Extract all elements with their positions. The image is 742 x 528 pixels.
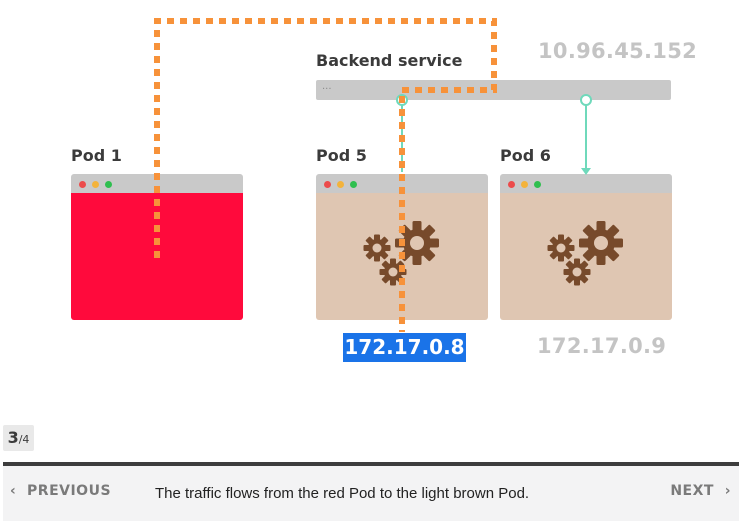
next-button[interactable]: NEXT ›	[670, 483, 731, 499]
service-links	[396, 94, 592, 175]
window-minimize-dot	[92, 181, 99, 188]
gears-icon	[547, 221, 623, 286]
window-close-dot	[324, 181, 331, 188]
step-current: 3	[7, 428, 19, 447]
service-bar-handle: ...	[322, 81, 332, 92]
pod-1-titlebar	[71, 174, 243, 193]
previous-label: PREVIOUS	[27, 483, 112, 499]
window-minimize-dot	[521, 181, 528, 188]
service-ip: 10.96.45.152	[538, 39, 698, 63]
chevron-right-icon: ›	[724, 483, 731, 499]
step-total: /4	[18, 433, 30, 446]
pod-5-titlebar	[316, 174, 488, 193]
window-maximize-dot	[350, 181, 357, 188]
pod-1-label: Pod 1	[71, 146, 122, 165]
pod-5-ip-highlight: 172.17.0.8	[343, 333, 466, 362]
step-indicator: 3/4	[3, 425, 34, 451]
pod-6-titlebar	[500, 174, 672, 193]
previous-button[interactable]: ‹ PREVIOUS	[10, 483, 111, 499]
window-close-dot	[79, 181, 86, 188]
window-maximize-dot	[105, 181, 112, 188]
window-close-dot	[508, 181, 515, 188]
chevron-left-icon: ‹	[10, 483, 17, 499]
step-caption: The traffic flows from the red Pod to th…	[155, 485, 530, 502]
window-maximize-dot	[534, 181, 541, 188]
pod-6-ip: 172.17.0.9	[537, 334, 667, 358]
footer-divider	[3, 462, 739, 466]
traffic-path	[154, 18, 497, 332]
next-label: NEXT	[670, 483, 714, 499]
pod-6-label: Pod 6	[500, 146, 551, 165]
window-minimize-dot	[337, 181, 344, 188]
pod-5-label: Pod 5	[316, 146, 367, 165]
footer-bar: ‹ PREVIOUS The traffic flows from the re…	[3, 466, 739, 521]
service-label: Backend service	[316, 51, 463, 70]
